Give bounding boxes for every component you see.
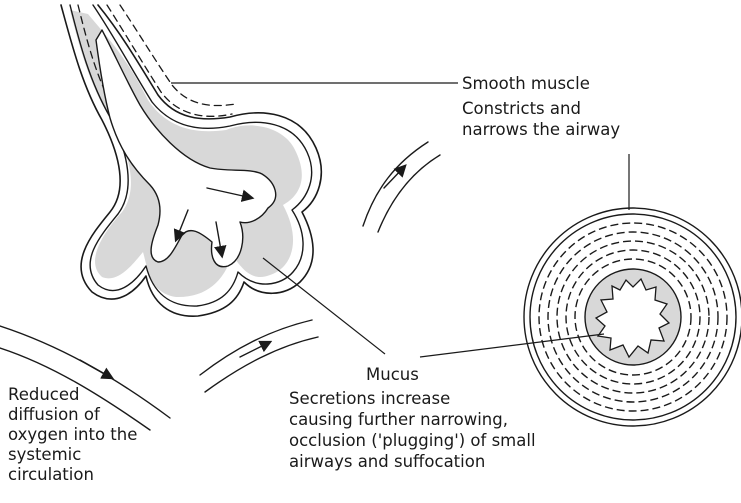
reduced-diffusion-line-4: systemic (8, 445, 137, 465)
leader-mucus-to-airway (263, 258, 385, 354)
mucus-description: Secretions increase causing further narr… (289, 388, 536, 472)
smooth-muscle-desc-line-2: narrows the airway (462, 119, 620, 140)
bronchiole-longitudinal (61, 5, 321, 316)
smooth-muscle-title: Smooth muscle (462, 73, 620, 94)
mucus-desc-line-4: airways and suffocation (289, 451, 536, 472)
mucus-desc-line-1: Secretions increase (289, 388, 536, 409)
smooth-muscle-label: Smooth muscle Constricts and narrows the… (462, 73, 620, 140)
airway-cross-section (524, 208, 741, 426)
mucus-desc-line-3: occlusion ('plugging') of small (289, 430, 536, 451)
reduced-diffusion-label: Reduced diffusion of oxygen into the sys… (8, 385, 137, 485)
mucus-desc-line-2: causing further narrowing, (289, 409, 536, 430)
mucus-title: Mucus (366, 364, 419, 385)
reduced-diffusion-line-2: diffusion of (8, 405, 137, 425)
reduced-diffusion-line-3: oxygen into the (8, 425, 137, 445)
reduced-diffusion-line-1: Reduced (8, 385, 137, 405)
reduced-diffusion-line-5: circulation (8, 465, 137, 485)
smooth-muscle-desc-line-1: Constricts and (462, 98, 620, 119)
vessel-bottom-middle (200, 320, 318, 392)
vessel-top-right (363, 142, 440, 232)
